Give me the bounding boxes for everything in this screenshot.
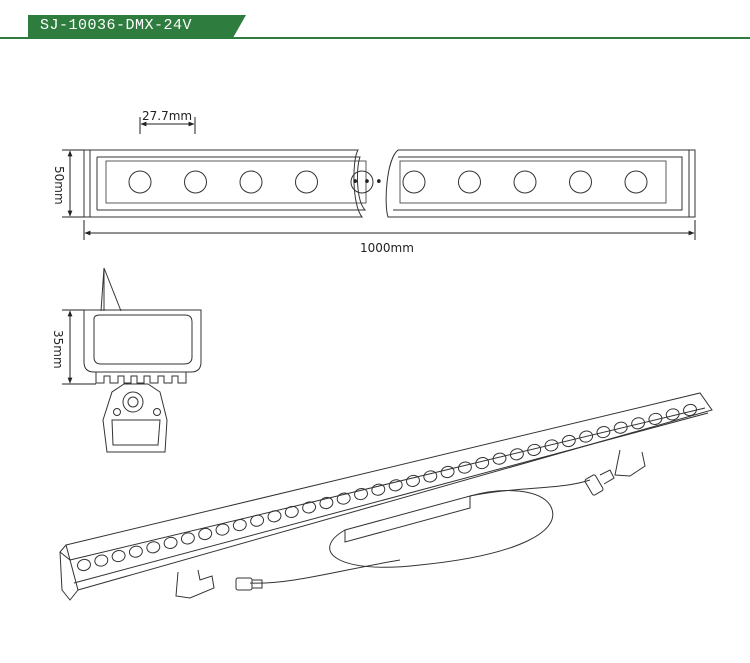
led-lens — [350, 170, 374, 194]
header-tab — [28, 15, 246, 38]
led-lens — [146, 541, 161, 554]
led-lens — [569, 170, 592, 194]
led-lens — [631, 417, 646, 430]
led-lens — [295, 170, 318, 194]
continuation-mark: • • • — [351, 175, 382, 190]
led-lens — [354, 488, 368, 501]
led-lens — [648, 412, 663, 425]
side-height-label: 35mm — [51, 330, 65, 369]
led-lens — [284, 505, 299, 518]
led-lens — [302, 501, 317, 514]
product-model-title: SJ-10036-DMX-24V — [40, 17, 193, 34]
led-lens — [665, 408, 680, 421]
led-lens — [683, 403, 697, 417]
led-lens — [440, 465, 455, 479]
side-view — [83, 267, 202, 453]
led-lens — [492, 452, 507, 465]
led-lens — [163, 536, 178, 549]
perspective-view — [59, 392, 713, 601]
led-lens — [250, 514, 265, 527]
led-lens — [406, 474, 420, 487]
led-lens — [458, 170, 481, 194]
led-lens — [544, 439, 559, 452]
led-lens — [94, 554, 109, 567]
led-lens — [624, 170, 648, 194]
led-pitch-dimension — [139, 117, 196, 134]
led-lens — [423, 470, 438, 483]
led-lens — [239, 170, 263, 194]
led-lens — [513, 170, 537, 194]
led-lens — [596, 426, 611, 439]
front-view-left-segment — [83, 149, 367, 218]
led-lens — [579, 430, 594, 443]
led-lens — [198, 527, 213, 541]
led-lens — [180, 532, 195, 545]
led-lens — [77, 558, 91, 572]
front-height-label: 50mm — [52, 166, 66, 205]
led-lens — [184, 170, 207, 194]
side-height-dimension — [62, 309, 96, 385]
led-lens — [561, 434, 576, 448]
led-lens — [215, 523, 230, 536]
length-dimension — [83, 220, 696, 240]
led-lens — [475, 457, 490, 470]
led-lens — [111, 550, 126, 563]
header-rule — [0, 37, 750, 39]
front-view-right-segment — [385, 149, 696, 218]
led-lens — [371, 483, 386, 496]
front-height-dimension — [62, 149, 84, 218]
led-lens — [527, 443, 542, 456]
front-view — [83, 149, 696, 218]
length-label: 1000mm — [360, 241, 414, 255]
led-lens — [128, 170, 152, 194]
led-lens — [457, 461, 472, 474]
led-lens — [128, 545, 143, 558]
led-lens — [336, 492, 351, 505]
led-lens — [388, 479, 403, 492]
led-lens — [613, 421, 628, 434]
led-lens — [509, 448, 524, 461]
led-lens — [267, 510, 282, 523]
led-pitch-label: 27.7mm — [142, 109, 192, 123]
led-lens — [402, 170, 426, 194]
led-lens — [319, 496, 334, 510]
led-lens — [232, 519, 247, 532]
